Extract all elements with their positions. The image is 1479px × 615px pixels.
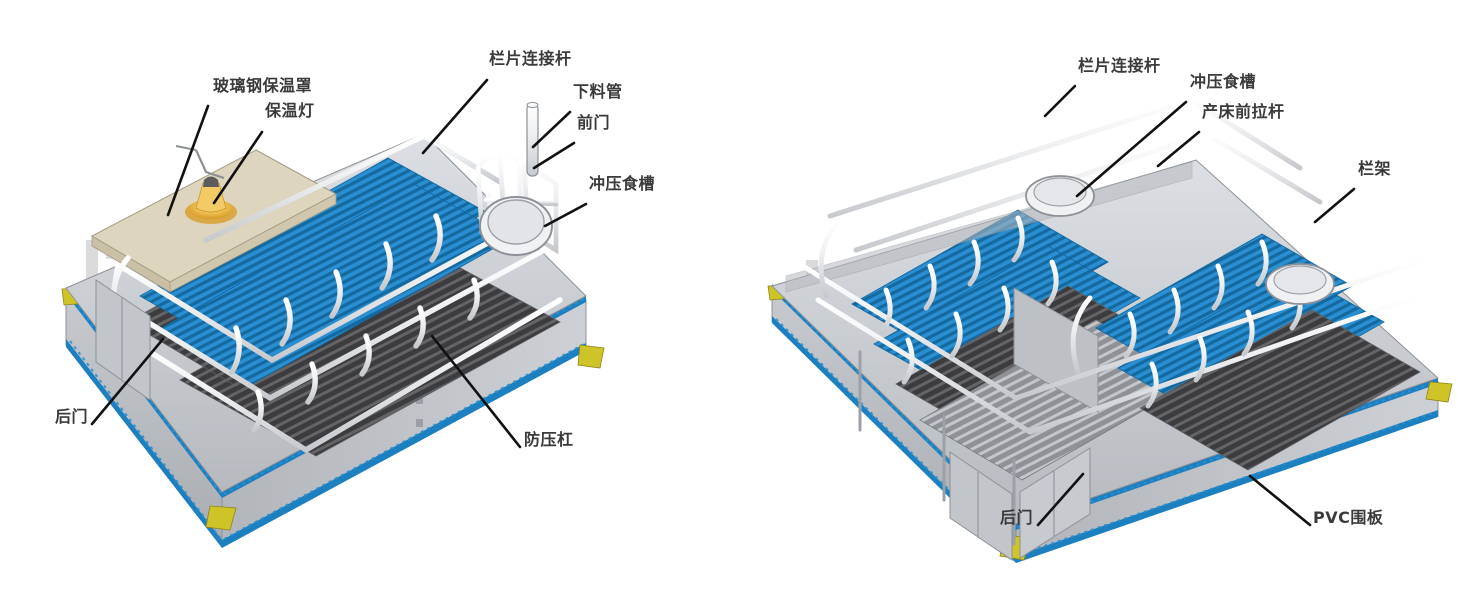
leader-line-r1: [1043, 84, 1077, 118]
left-latch-a: [416, 396, 423, 404]
leader-line-l4: [531, 110, 572, 149]
callout-label-l5: 前门: [577, 113, 611, 132]
leader-line-l2: [212, 130, 264, 205]
callout-label-r4: 栏架: [1358, 159, 1392, 178]
callout-label-l1: 玻璃钢保温罩: [213, 76, 313, 95]
callout-label-l6: 冲压食槽: [589, 174, 656, 193]
leader-line-r3: [1156, 130, 1201, 168]
leader-line-l5: [532, 141, 576, 170]
left-feed-pipe: [526, 101, 539, 177]
callout-label-r5: 后门: [1000, 508, 1034, 527]
right-feed-trough-b: [1265, 263, 1335, 305]
leader-line-l3: [421, 78, 489, 155]
right-crate-assembly: [767, 97, 1453, 564]
left-steel-rails: [109, 133, 563, 453]
callout-label-l3: 栏片连接杆: [489, 49, 572, 68]
leader-line-l1: [166, 104, 210, 217]
left-crate-assembly: [61, 101, 605, 548]
callout-label-l8: 防压杠: [524, 430, 574, 449]
left-latch-b: [416, 419, 423, 427]
callout-label-r3: 产床前拉杆: [1202, 102, 1285, 121]
leader-line-l8: [430, 334, 522, 449]
left-heat-lamp: [185, 176, 237, 224]
right-rear-doors: [949, 447, 1091, 561]
leader-line-r6: [1248, 474, 1312, 527]
leader-line-r2: [1075, 100, 1188, 198]
callout-label-l2: 保温灯: [265, 101, 315, 120]
right-hinge-posts: [858, 350, 1016, 546]
leader-line-r4: [1313, 187, 1356, 224]
callout-label-r2: 冲压食槽: [1190, 72, 1257, 91]
callout-label-l7: 后门: [55, 407, 89, 426]
right-iron-floor-b: [1139, 309, 1421, 471]
leader-line-l7: [90, 337, 165, 426]
leader-line-l6: [543, 202, 588, 228]
left-feed-trough: [479, 196, 553, 256]
callout-label-l4: 下料管: [573, 82, 623, 101]
leader-line-r5: [1036, 472, 1085, 527]
callout-label-r1: 栏片连接杆: [1078, 56, 1161, 75]
callout-label-r6: PVC围板: [1313, 508, 1384, 527]
right-feed-trough-a: [1025, 175, 1095, 217]
